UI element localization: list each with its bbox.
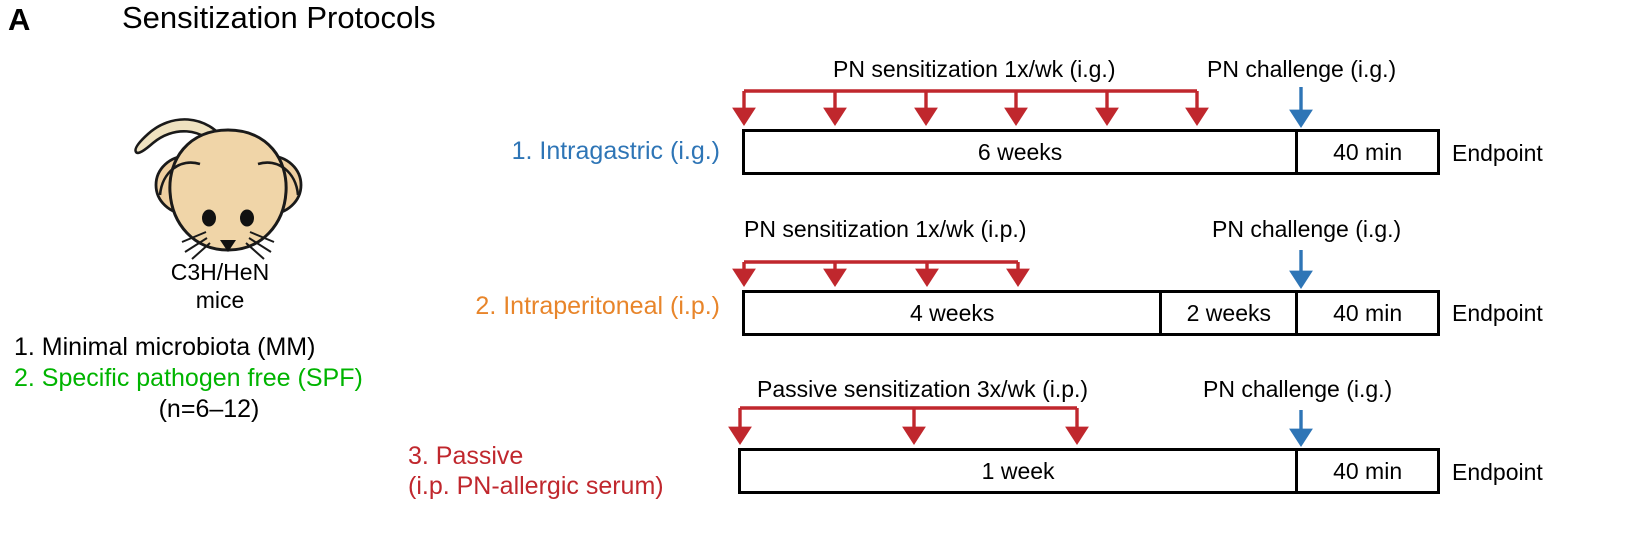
group-item-minimal-microbiota: 1. Minimal microbiota (MM) bbox=[14, 333, 316, 361]
timeline-intraperitoneal: 4 weeks 2 weeks 40 min bbox=[742, 290, 1440, 336]
panel-title: Sensitization Protocols bbox=[122, 0, 436, 35]
sensitization-arrows-passive bbox=[728, 406, 1089, 445]
group-item-specific-pathogen-free: 2. Specific pathogen free (SPF) bbox=[14, 364, 363, 392]
endpoint-label-intraperitoneal: Endpoint bbox=[1452, 300, 1543, 326]
sample-size-label: (n=6–12) bbox=[158, 395, 260, 423]
panel-letter: A bbox=[8, 2, 31, 37]
timeline-segment-challenge: 40 min bbox=[1333, 138, 1403, 165]
timeline-segment-rest: 2 weeks bbox=[1162, 293, 1299, 333]
caption-sensitization-passive: Passive sensitization 3x/wk (i.p.) bbox=[757, 376, 1089, 402]
strain-line-1: C3H/HeN bbox=[170, 259, 270, 285]
sensitization-arrows-intragastric bbox=[732, 89, 1209, 126]
timeline-passive: 1 week 40 min bbox=[738, 448, 1440, 494]
timeline-segment-challenge: 40 min bbox=[1333, 299, 1403, 326]
caption-sensitization-intraperitoneal: PN sensitization 1x/wk (i.p.) bbox=[744, 216, 1027, 242]
timeline-segment-duration: 4 weeks bbox=[745, 293, 1163, 333]
sensitization-arrows-intraperitoneal bbox=[732, 260, 1030, 287]
timeline-segment-challenge: 40 min bbox=[1333, 457, 1403, 484]
experimental-groups-list: 1. Minimal microbiota (MM) 2. Specific p… bbox=[0, 332, 440, 425]
endpoint-label-intragastric: Endpoint bbox=[1452, 140, 1543, 166]
timeline-intragastric: 6 weeks 40 min bbox=[742, 129, 1440, 175]
caption-challenge-intragastric: PN challenge (i.g.) bbox=[1207, 56, 1397, 82]
protocol-label-passive-line-2: (i.p. PN-allergic serum) bbox=[408, 472, 664, 500]
timeline-segment-duration: 6 weeks bbox=[745, 132, 1299, 172]
protocol-label-intragastric: 1. Intragastric (i.g.) bbox=[511, 137, 720, 165]
caption-challenge-passive: PN challenge (i.g.) bbox=[1203, 376, 1393, 402]
mouse-strain-label: C3H/HeN mice bbox=[0, 258, 440, 314]
protocol-label-intraperitoneal: 2. Intraperitoneal (i.p.) bbox=[475, 292, 720, 320]
caption-sensitization-intragastric: PN sensitization 1x/wk (i.g.) bbox=[833, 56, 1116, 82]
strain-line-2: mice bbox=[195, 287, 245, 313]
timeline-segment-duration: 1 week bbox=[741, 451, 1299, 491]
protocol-label-passive: 3. Passive (i.p. PN-allergic serum) bbox=[408, 441, 728, 501]
mouse-illustration bbox=[110, 92, 340, 277]
caption-challenge-intraperitoneal: PN challenge (i.g.) bbox=[1212, 216, 1402, 242]
protocol-label-passive-line-1: 3. Passive bbox=[408, 442, 524, 470]
endpoint-label-passive: Endpoint bbox=[1452, 459, 1543, 485]
